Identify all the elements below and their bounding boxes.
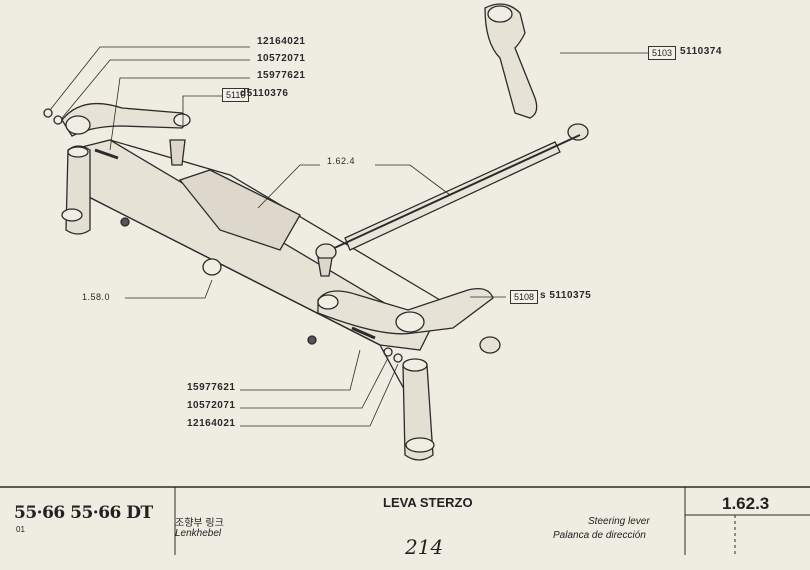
- leader-lines: [49, 46, 648, 427]
- front-axle-beam: [69, 139, 441, 401]
- callout-part-number: 12164021: [257, 36, 306, 47]
- callout-part-number: 12164021: [187, 418, 236, 429]
- callout-part-number: 15977621: [187, 382, 236, 393]
- callout-part-number: s 5110375: [540, 290, 592, 301]
- section-code: 1.62.3: [722, 494, 770, 513]
- footer-table-lines: [0, 486, 810, 555]
- axle-section-ref: 1.58.0: [82, 292, 111, 302]
- model-sub-code: 01: [16, 525, 25, 534]
- left-steering-arm: [43, 102, 191, 166]
- page-title: LEVA STERZO: [383, 495, 473, 510]
- title-german: Lenkhebel: [175, 528, 222, 539]
- title-english: Steering lever: [588, 516, 650, 527]
- callout-ref-box: 5103: [648, 46, 677, 60]
- callout-part-number: 15977621: [257, 70, 306, 81]
- left-kingpin-housing: [61, 145, 91, 235]
- callout-part-number: 5110374: [680, 46, 722, 57]
- callout-part-number: d5110376: [240, 88, 289, 99]
- pitman-arm: [484, 3, 589, 141]
- drag-link-rod: [315, 134, 581, 277]
- title-korean: 조향부 링크: [175, 518, 224, 529]
- right-steering-arm: [317, 287, 501, 363]
- handwritten-page-number: 214: [405, 535, 444, 559]
- tie-rod-section-ref: 1.62.4: [327, 156, 356, 166]
- callout-part-number: 10572071: [187, 400, 236, 411]
- title-spanish: Palanca de dirección: [553, 530, 646, 541]
- callout-ref-box: 5116: [222, 88, 250, 102]
- right-kingpin-housing: [402, 358, 435, 461]
- callout-ref-box: 5108: [510, 290, 539, 304]
- callout-part-number: 10572071: [257, 53, 306, 64]
- model-numbers: 55·66 55·66 DT: [14, 503, 153, 523]
